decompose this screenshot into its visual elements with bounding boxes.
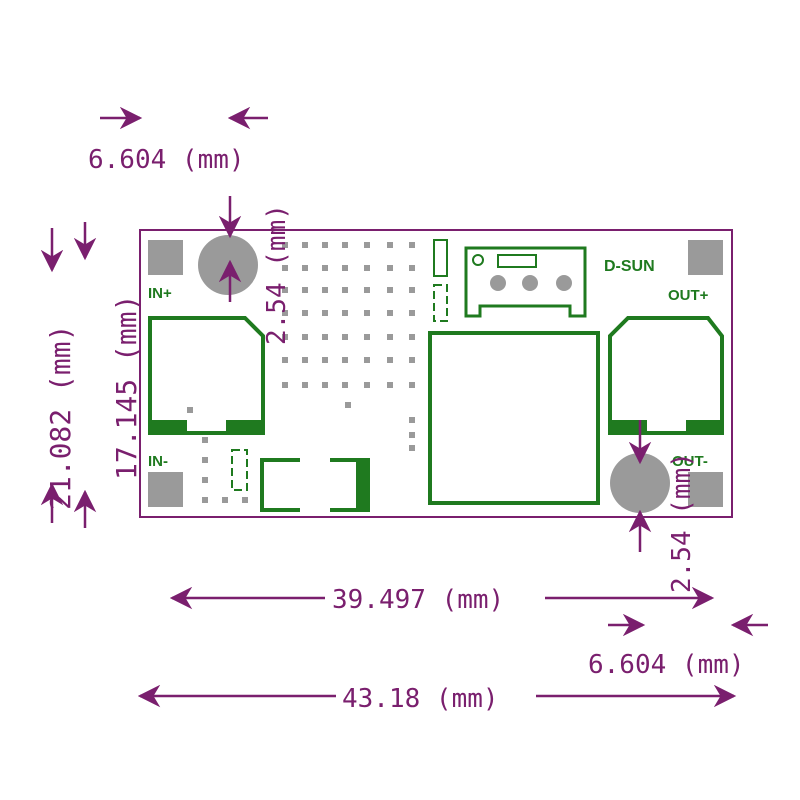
via [302,287,308,293]
via [364,265,370,271]
label-out-minus: OUT- [672,453,708,470]
via [202,457,208,463]
label-in-minus: IN- [148,453,168,470]
via [409,357,415,363]
pad-out-minus [688,472,723,507]
via [409,382,415,388]
via [202,497,208,503]
via [302,334,308,340]
via [364,357,370,363]
via [322,357,328,363]
pad-in-minus [148,472,183,507]
via [409,417,415,423]
potentiometer-pin-2 [522,275,538,291]
pad-in-plus [148,240,183,275]
potentiometer [464,246,587,318]
via [302,310,308,316]
diode-band [356,460,368,510]
via [409,432,415,438]
via [387,287,393,293]
via [387,382,393,388]
via [322,265,328,271]
dim-horizontal-spacing-text: 39.497 (mm) [332,585,504,615]
capacitor-right [608,316,724,435]
via [282,382,288,388]
via [342,334,348,340]
via [302,265,308,271]
capacitor-left-pad-a [152,420,187,433]
via [322,242,328,248]
via [282,287,288,293]
via [342,242,348,248]
dim-top-offset-text: 6.604 (mm) [88,145,245,175]
via [302,357,308,363]
via [342,287,348,293]
via [242,497,248,503]
via [302,242,308,248]
via [222,497,228,503]
inductor [428,331,600,505]
dim-top-hole-text: 2.54 (mm) [262,204,292,345]
via [387,265,393,271]
via [282,310,288,316]
dim-overall-width-text: 43.18 (mm) [342,684,499,714]
via [322,310,328,316]
label-in-plus: IN+ [148,285,172,302]
potentiometer-pin-1 [490,275,506,291]
capacitor-left-pad-b [226,420,261,433]
resistor-bottom [231,449,248,491]
potentiometer-pin-3 [556,275,572,291]
via [364,334,370,340]
via [322,334,328,340]
via [187,407,193,413]
via [342,265,348,271]
via [302,382,308,388]
dim-overall-height-text: 21.082 (mm) [44,325,77,510]
via [409,287,415,293]
capacitor-right-pad-b [686,420,721,433]
label-out-plus: OUT+ [668,287,709,304]
via [387,310,393,316]
via [387,357,393,363]
dim-bottom-hole-text: 2.54 (mm) [667,452,697,593]
via [387,242,393,248]
via [364,382,370,388]
label-brand: D-SUN [604,258,655,275]
via [409,445,415,451]
dim-vertical-spacing-text: 17.145 (mm) [110,295,143,480]
dim-bottom-offset-text: 6.604 (mm) [588,650,745,680]
pad-out-plus [688,240,723,275]
via [409,265,415,271]
resistor-top [433,239,448,277]
via [364,287,370,293]
via [409,242,415,248]
mounting-hole-top [198,235,258,295]
via [322,382,328,388]
via [364,242,370,248]
via [202,477,208,483]
via [282,334,288,340]
potentiometer-dot [472,254,484,266]
capacitor-right-pad-a [612,420,647,433]
via [342,357,348,363]
potentiometer-label-box [497,254,537,268]
mounting-hole-bottom [610,453,670,513]
via [345,402,351,408]
via [387,334,393,340]
via-grid [187,242,415,503]
via [409,310,415,316]
via [282,357,288,363]
via [342,382,348,388]
via [342,310,348,316]
via [409,334,415,340]
via [202,437,208,443]
via [322,287,328,293]
resistor-top-2 [433,284,448,322]
via [364,310,370,316]
via [282,242,288,248]
via [282,265,288,271]
